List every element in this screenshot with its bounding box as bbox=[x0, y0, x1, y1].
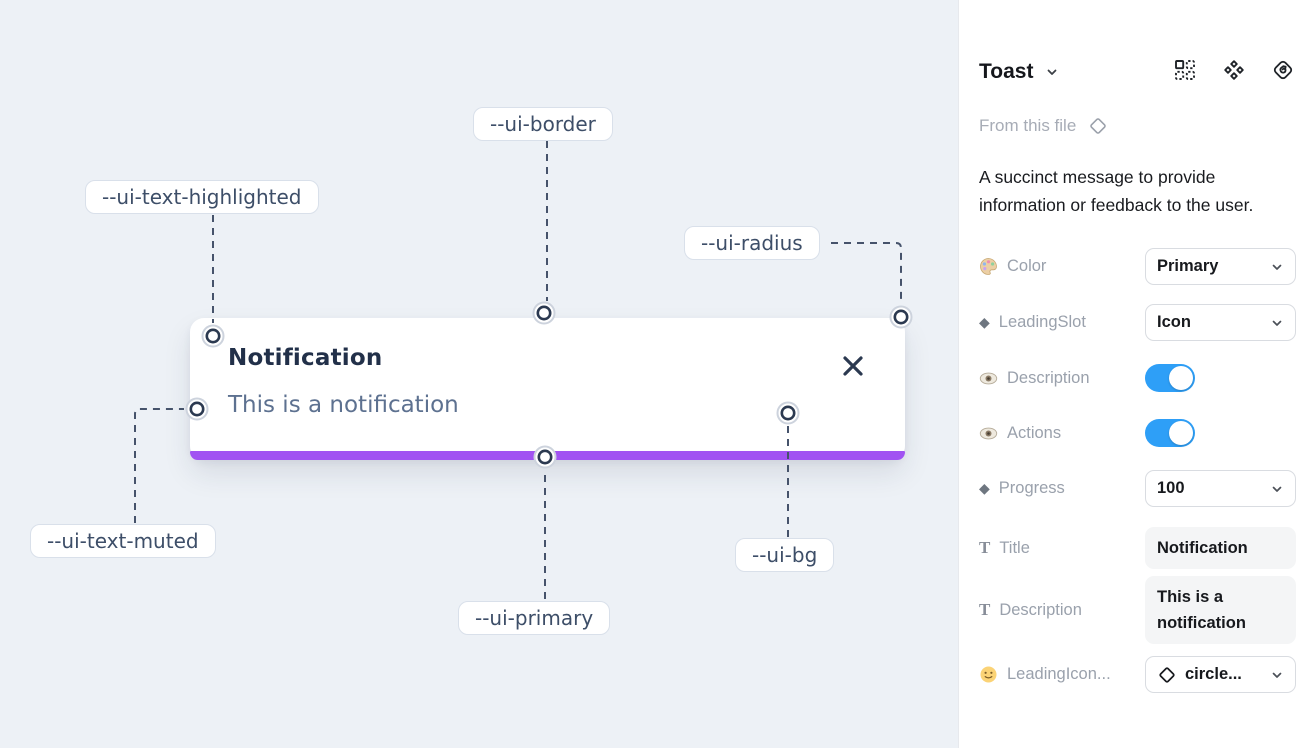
prop-label-text: Description bbox=[1007, 368, 1090, 387]
actions-toggle[interactable] bbox=[1145, 419, 1195, 447]
title-field[interactable]: Notification bbox=[1145, 527, 1296, 569]
prop-label-text: Actions bbox=[1007, 423, 1062, 442]
prop-label: ◆ LeadingSlot bbox=[979, 313, 1086, 332]
var-label-ui-radius: --ui-radius bbox=[684, 226, 820, 260]
var-label-ui-bg: --ui-bg bbox=[735, 538, 835, 572]
prop-row-description-text: T Description This is a notification bbox=[979, 576, 1296, 644]
toast-title: Notification bbox=[228, 345, 383, 371]
prop-label: LeadingIcon... bbox=[979, 665, 1111, 684]
text-icon: T bbox=[979, 538, 991, 557]
connector-ui-radius bbox=[831, 242, 902, 304]
prop-row-title: T Title Notification bbox=[979, 527, 1296, 569]
prop-label-text: LeadingSlot bbox=[998, 313, 1086, 331]
eye-icon bbox=[979, 427, 998, 439]
select-value: 100 bbox=[1157, 479, 1185, 497]
prop-row-actions-toggle: Actions bbox=[979, 419, 1296, 447]
select-value: Primary bbox=[1157, 257, 1219, 275]
toast-progress-bar bbox=[190, 451, 905, 460]
diamond-outline-icon bbox=[1090, 118, 1107, 134]
prop-label-text: Color bbox=[1007, 257, 1047, 275]
prop-label-text: Title bbox=[999, 538, 1030, 557]
source-row: From this file bbox=[979, 116, 1108, 136]
color-select[interactable]: Primary bbox=[1145, 248, 1296, 285]
palette-icon bbox=[980, 258, 997, 275]
prop-label: Description bbox=[979, 369, 1090, 388]
design-canvas: Notification This is a notification bbox=[0, 0, 958, 748]
header-icon-group bbox=[1174, 59, 1294, 81]
prop-row-description-toggle: Description bbox=[979, 364, 1296, 392]
prop-label: T Description bbox=[979, 600, 1082, 620]
prop-label-text: Progress bbox=[998, 479, 1065, 497]
var-label-ui-text-muted: --ui-text-muted bbox=[30, 524, 216, 558]
text-icon: T bbox=[979, 600, 991, 619]
panel-header: Toast bbox=[979, 58, 1294, 86]
toast-description: This is a notification bbox=[228, 392, 459, 418]
description-toggle[interactable] bbox=[1145, 364, 1195, 392]
chevron-down-icon bbox=[1272, 486, 1282, 492]
leadingicon-select[interactable]: circle... bbox=[1145, 656, 1296, 693]
diamond-icon: ◆ bbox=[979, 480, 990, 497]
var-label-ui-border: --ui-border bbox=[473, 107, 613, 141]
prop-label-text: Description bbox=[999, 600, 1082, 619]
prop-label: T Title bbox=[979, 538, 1030, 558]
prop-label-text: LeadingIcon... bbox=[1007, 665, 1111, 683]
logo-curl-icon[interactable] bbox=[1272, 59, 1294, 81]
prop-row-leadingicon: LeadingIcon... circle... bbox=[979, 656, 1296, 693]
select-value: circle... bbox=[1185, 665, 1242, 683]
component-description: A succinct message to provide informatio… bbox=[979, 167, 1254, 215]
var-label-ui-primary: --ui-primary bbox=[458, 601, 611, 635]
smiley-icon bbox=[980, 666, 997, 683]
var-label-ui-text-highlighted: --ui-text-highlighted bbox=[85, 180, 319, 214]
prop-row-progress: ◆ Progress 100 bbox=[979, 470, 1296, 507]
diamond-icon: ◆ bbox=[979, 314, 990, 331]
leadingslot-select[interactable]: Icon bbox=[1145, 304, 1296, 341]
select-value: Icon bbox=[1157, 313, 1191, 331]
prop-label: ◆ Progress bbox=[979, 479, 1065, 498]
diamond-outline-icon bbox=[1157, 665, 1177, 685]
toast-close-button[interactable] bbox=[841, 354, 865, 378]
prop-label: Actions bbox=[979, 424, 1061, 443]
description-field[interactable]: This is a notification bbox=[1145, 576, 1296, 644]
source-label: From this file bbox=[979, 116, 1077, 135]
chevron-down-icon bbox=[1272, 320, 1282, 326]
connector-ui-text-muted bbox=[134, 408, 184, 523]
component-diamonds-icon[interactable] bbox=[1223, 59, 1245, 81]
prop-row-color: Color Primary bbox=[979, 248, 1296, 285]
chevron-down-icon[interactable] bbox=[1045, 65, 1059, 79]
chevron-down-icon bbox=[1272, 264, 1282, 270]
prop-row-leadingslot: ◆ LeadingSlot Icon bbox=[979, 304, 1296, 341]
properties-panel: Toast bbox=[958, 0, 1312, 748]
prop-label: Color bbox=[979, 257, 1046, 276]
close-icon bbox=[843, 356, 863, 376]
eye-icon bbox=[979, 372, 998, 384]
chevron-down-icon bbox=[1272, 672, 1282, 678]
toast-component: Notification This is a notification bbox=[190, 318, 905, 460]
progress-select[interactable]: 100 bbox=[1145, 470, 1296, 507]
component-name[interactable]: Toast bbox=[979, 60, 1034, 83]
instance-grid-icon[interactable] bbox=[1174, 59, 1196, 81]
